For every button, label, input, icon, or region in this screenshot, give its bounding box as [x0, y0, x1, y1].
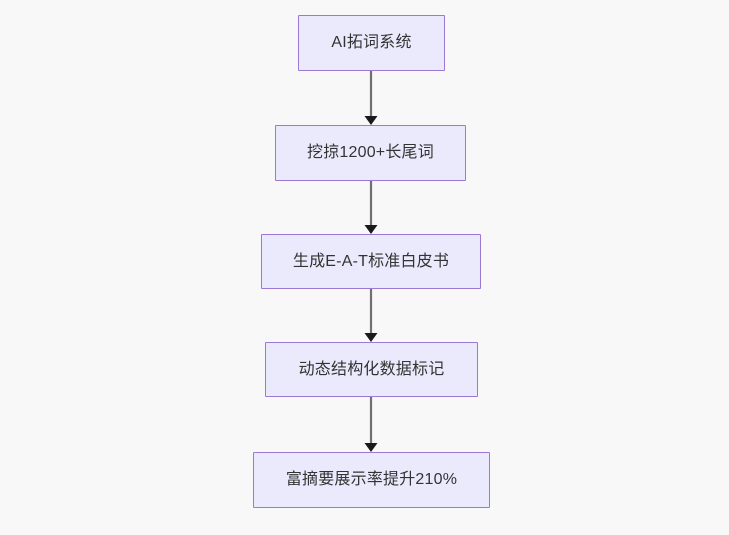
connector-node2-node3 [351, 181, 391, 234]
flow-node-generate-eat-whitepaper[interactable]: 生成E-A-T标准白皮书 [261, 234, 481, 289]
flow-node-mine-longtail-keywords[interactable]: 挖掠1200+长尾词 [275, 125, 466, 181]
flow-node-ai-keyword-system[interactable]: AI拓词系统 [298, 15, 445, 71]
flow-node-label: AI拓词系统 [331, 34, 412, 52]
flow-node-rich-snippet-rate-increase[interactable]: 富摘要展示率提升210% [253, 452, 490, 508]
flow-node-label: 生成E-A-T标准白皮书 [292, 252, 450, 270]
flow-node-label: 动态结构化数据标记 [298, 360, 445, 378]
connector-node3-node4 [351, 289, 391, 342]
flow-node-dynamic-structured-data-markup[interactable]: 动态结构化数据标记 [265, 342, 478, 397]
flow-node-label: 挖掠1200+长尾词 [307, 144, 434, 162]
flow-node-label: 富摘要展示率提升210% [285, 471, 458, 489]
connector-node4-node5 [351, 397, 391, 452]
connector-node1-node2 [351, 71, 391, 125]
